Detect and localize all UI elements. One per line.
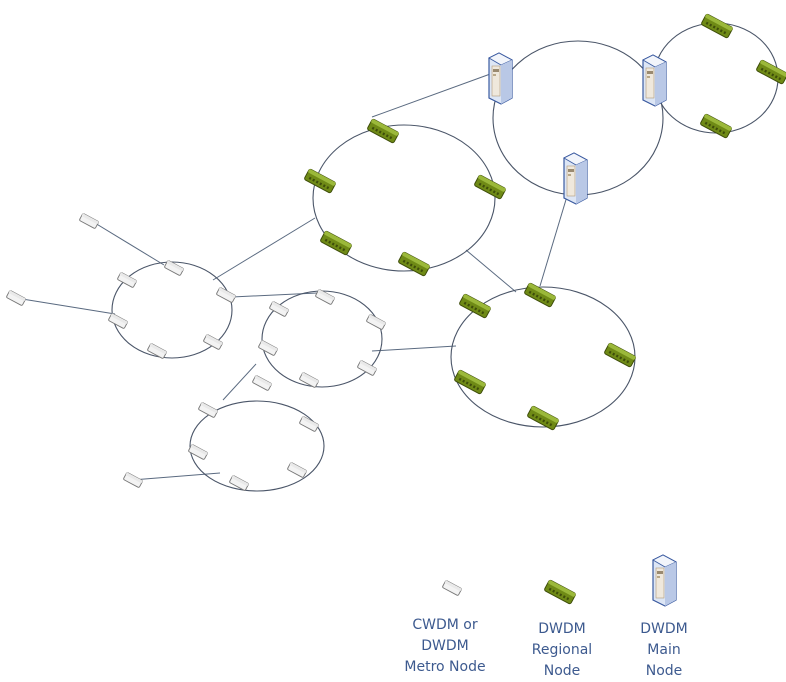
link-line <box>222 363 257 401</box>
metro-node-icon <box>252 375 272 391</box>
link-line <box>15 297 116 315</box>
regional-node-icon <box>756 59 786 85</box>
metro-node-icon <box>315 289 335 305</box>
nodes-layer <box>6 13 786 491</box>
metro-node-icon <box>6 290 26 306</box>
regional-node-icon <box>474 174 506 200</box>
regional-node-icon <box>367 118 399 144</box>
regional-node-icon <box>304 168 336 194</box>
link-line <box>371 345 457 352</box>
metro-ring-south <box>189 400 325 492</box>
regional-node-icon <box>459 293 491 319</box>
regional-node-icon <box>320 230 352 256</box>
main-node-icon <box>488 52 513 105</box>
legend-label-main: DWDM Main Node <box>640 621 688 679</box>
metro-node-icon <box>366 314 386 330</box>
dwdm-regional-node-icon <box>544 579 576 605</box>
cwdm-dwdm-metro-node-icon <box>442 580 462 596</box>
metro-node-icon <box>117 272 137 288</box>
link-line <box>231 292 318 298</box>
regional-node-icon <box>524 282 556 308</box>
metro-node-icon <box>357 360 377 376</box>
rings-layer <box>111 22 779 492</box>
legend-label-regional: DWDM Regional Node <box>531 621 593 679</box>
regional-node-icon <box>527 405 559 431</box>
legend-label-metro: CWDM or DWDM Metro Node <box>404 617 486 675</box>
link-line <box>371 72 494 118</box>
main-node-icon <box>563 152 588 205</box>
regional-ring-north <box>312 124 496 272</box>
regional-node-icon <box>604 342 636 368</box>
metro-node-icon <box>198 402 218 418</box>
metro-node-icon <box>147 343 167 359</box>
metro-node-icon <box>287 462 307 478</box>
metro-node-icon <box>299 372 319 388</box>
regional-node-icon <box>701 13 733 39</box>
link-line <box>539 192 569 287</box>
link-line <box>89 219 165 266</box>
legend-icons-layer <box>442 554 677 607</box>
metro-node-icon <box>258 340 278 356</box>
metro-node-icon <box>108 313 128 329</box>
link-line <box>465 249 517 293</box>
metro-node-icon <box>229 475 249 491</box>
metro-node-icon <box>216 287 236 303</box>
metro-node-icon <box>203 334 223 350</box>
metro-node-icon <box>79 213 99 229</box>
dwdm-main-node-icon <box>652 554 677 607</box>
main-ring-east <box>653 22 779 134</box>
metro-node-icon <box>269 301 289 317</box>
regional-node-icon <box>454 369 486 395</box>
link-line <box>212 217 316 281</box>
regional-node-icon <box>700 113 732 139</box>
regional-node-icon <box>398 251 430 277</box>
metro-node-icon <box>123 472 143 488</box>
links-layer <box>15 72 569 481</box>
metro-node-icon <box>164 260 184 276</box>
metro-node-icon <box>188 444 208 460</box>
main-node-icon <box>642 54 667 107</box>
metro-node-icon <box>299 416 319 432</box>
